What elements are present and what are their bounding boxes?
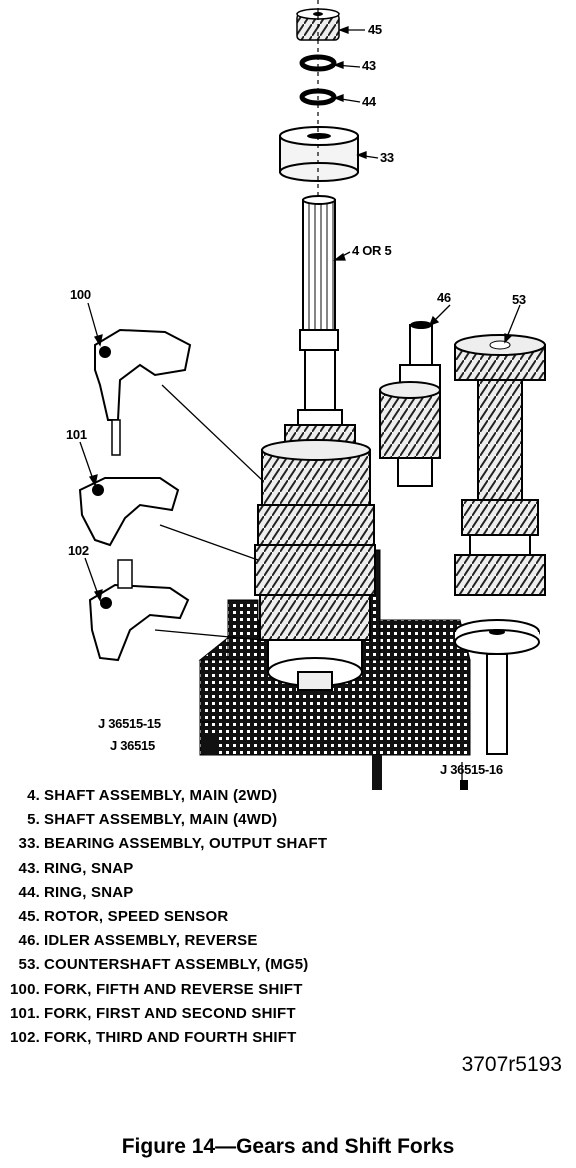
exploded-diagram <box>78 0 546 790</box>
callout-102: 102 <box>68 543 89 558</box>
legend-description: RING, SNAP <box>44 883 134 901</box>
legend-number: 43. <box>18 859 40 877</box>
legend-description: SHAFT ASSEMBLY, MAIN (4WD) <box>44 811 278 829</box>
callout-45: 45 <box>368 22 382 37</box>
callout-53: 53 <box>512 292 526 307</box>
callout-100: 100 <box>70 287 91 302</box>
parts-legend: 4.SHAFT ASSEMBLY, MAIN (2WD) 5.SHAFT ASS… <box>0 787 460 1053</box>
bearing-33 <box>279 126 359 182</box>
legend-number: 4. <box>27 787 40 804</box>
callout-43: 43 <box>362 58 376 73</box>
gear-stack <box>254 424 376 691</box>
callout-101: 101 <box>66 427 87 442</box>
legend-item: 5.SHAFT ASSEMBLY, MAIN (4WD) <box>0 811 460 835</box>
legend-description: FORK, THIRD AND FOURTH SHIFT <box>44 1028 297 1046</box>
legend-item: 44.RING, SNAP <box>0 884 460 908</box>
legend-description: BEARING ASSEMBLY, OUTPUT SHAFT <box>44 835 328 853</box>
legend-description: RING, SNAP <box>44 859 134 877</box>
callout-33: 33 <box>380 150 394 165</box>
tool-label-j36515: J 36515 <box>110 738 155 753</box>
tool-label-j36515-15: J 36515-15 <box>98 716 161 731</box>
legend-item: 45.ROTOR, SPEED SENSOR <box>0 908 460 932</box>
legend-description: FORK, FIFTH AND REVERSE SHIFT <box>44 980 303 998</box>
reverse-idler-46 <box>379 321 441 487</box>
callout-4-or-5: 4 OR 5 <box>352 243 392 258</box>
legend-item: 4.SHAFT ASSEMBLY, MAIN (2WD) <box>0 787 460 811</box>
legend-number: 44. <box>18 883 40 901</box>
legend-description: SHAFT ASSEMBLY, MAIN (2WD) <box>44 787 278 804</box>
legend-item: 101.FORK, FIRST AND SECOND SHIFT <box>0 1005 460 1029</box>
callout-44: 44 <box>362 94 376 109</box>
callout-46: 46 <box>437 290 451 305</box>
legend-description: IDLER ASSEMBLY, REVERSE <box>44 932 258 950</box>
legend-number: 53. <box>18 956 40 974</box>
legend-description: COUNTERSHAFT ASSEMBLY, (MG5) <box>44 956 309 974</box>
legend-description: FORK, FIRST AND SECOND SHIFT <box>44 1004 296 1022</box>
legend-number: 100. <box>10 980 40 998</box>
fork-101 <box>78 477 180 547</box>
leader-lines <box>79 26 521 780</box>
legend-item: 46.IDLER ASSEMBLY, REVERSE <box>0 932 460 956</box>
legend-item: 102.FORK, THIRD AND FOURTH SHIFT <box>0 1029 460 1053</box>
fork-102 <box>88 559 190 662</box>
legend-description: ROTOR, SPEED SENSOR <box>44 907 229 925</box>
legend-item: 100.FORK, FIFTH AND REVERSE SHIFT <box>0 981 460 1005</box>
figure-caption: Figure 14—Gears and Shift Forks <box>121 1135 455 1158</box>
legend-number: 33. <box>18 835 40 853</box>
figure-code: 3707r5193 <box>461 1053 562 1076</box>
legend-number: 45. <box>18 907 40 925</box>
legend-number: 5. <box>27 811 40 829</box>
legend-number: 101. <box>10 1004 40 1022</box>
legend-item: 43.RING, SNAP <box>0 860 460 884</box>
fork-100 <box>94 328 192 456</box>
tool-label-j36515-16: J 36515-16 <box>440 762 503 777</box>
legend-number: 102. <box>10 1028 40 1046</box>
legend-item: 53.COUNTERSHAFT ASSEMBLY, (MG5) <box>0 956 460 980</box>
legend-item: 33.BEARING ASSEMBLY, OUTPUT SHAFT <box>0 835 460 859</box>
legend-number: 46. <box>18 932 40 950</box>
countershaft-53 <box>454 334 546 790</box>
main-shaft <box>297 195 343 436</box>
